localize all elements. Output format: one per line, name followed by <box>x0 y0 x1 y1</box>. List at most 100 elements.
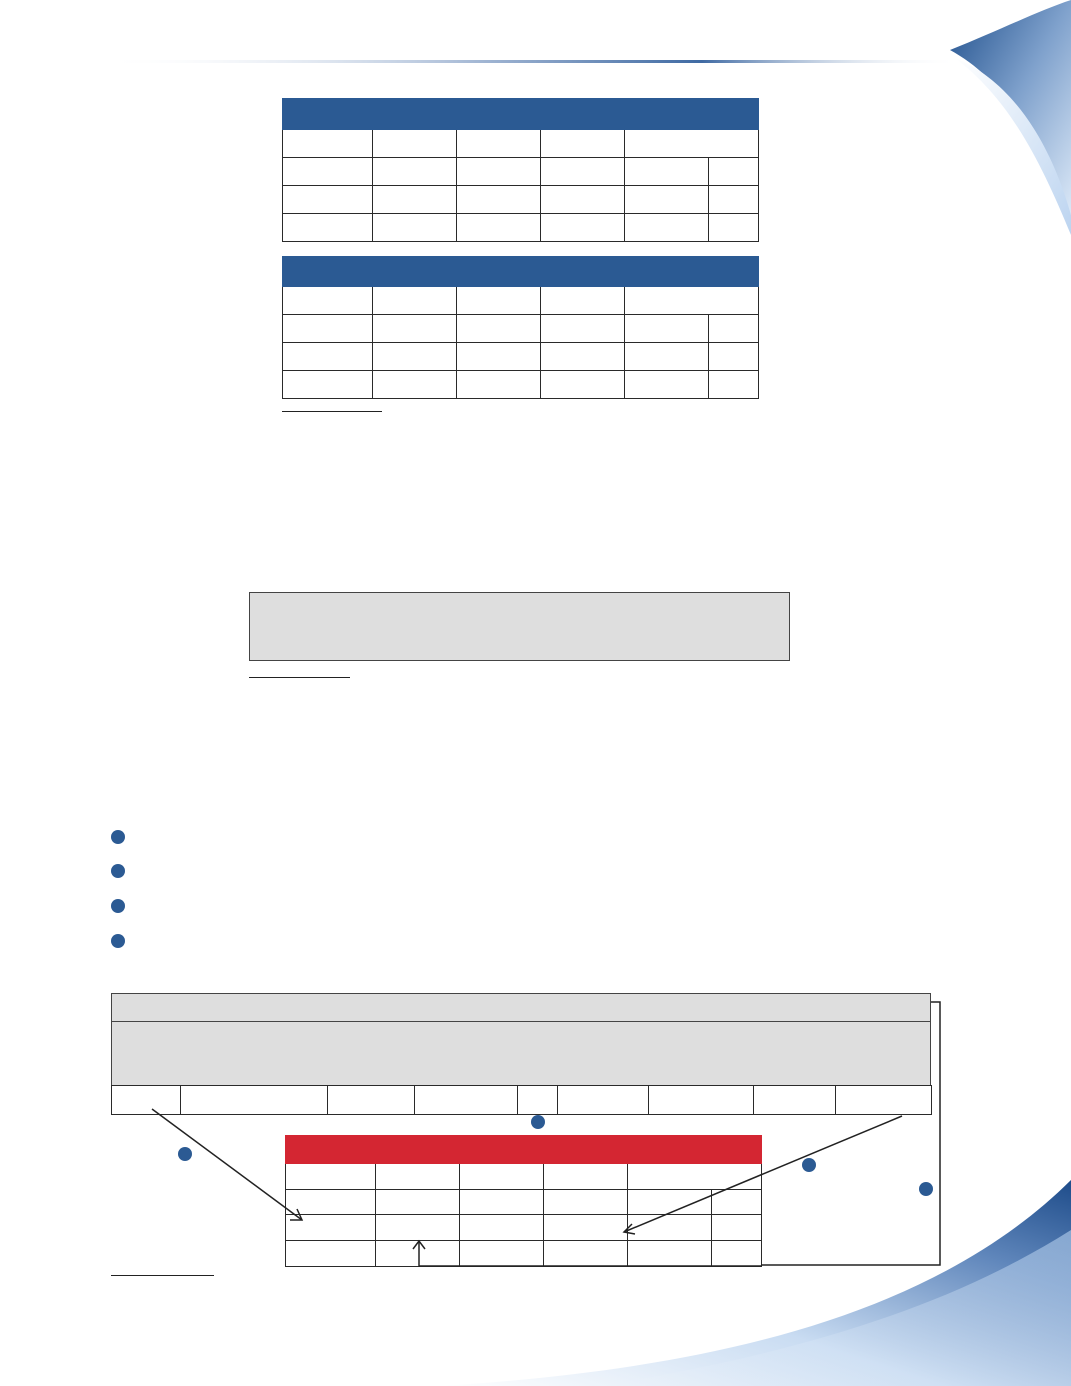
table-cell <box>540 370 625 399</box>
table-cell <box>540 286 625 315</box>
table-cell <box>285 1214 376 1241</box>
marker-icon <box>919 1182 933 1196</box>
table-cell <box>375 1163 460 1190</box>
table-cell <box>459 1189 544 1215</box>
table-cell <box>543 1189 628 1215</box>
table-cell <box>543 1163 628 1190</box>
record-fields-row <box>111 1085 932 1115</box>
table-cell <box>543 1240 628 1267</box>
record-field <box>753 1085 836 1115</box>
caption-underline <box>282 411 382 412</box>
gray-callout-box <box>249 592 790 661</box>
table-cell <box>456 286 541 315</box>
record-field <box>414 1085 518 1115</box>
table-3 <box>284 1135 763 1267</box>
marker-icon <box>178 1147 192 1161</box>
table-cell <box>375 1214 460 1241</box>
table-cell <box>372 370 457 399</box>
table-cell <box>372 129 457 158</box>
record-field <box>557 1085 649 1115</box>
bullet-icon <box>111 934 125 948</box>
table-cell <box>543 1214 628 1241</box>
table-cell <box>456 370 541 399</box>
table-cell <box>540 185 625 214</box>
table-cell <box>456 185 541 214</box>
table-cell <box>624 314 709 343</box>
table-cell <box>710 1214 763 1241</box>
record-field <box>517 1085 558 1115</box>
table-cell <box>540 129 625 158</box>
table-header <box>284 1135 763 1164</box>
table-cell <box>707 185 760 214</box>
table-cell <box>624 213 709 242</box>
table-cell <box>282 286 373 315</box>
table-cell <box>285 1240 376 1267</box>
table-cell <box>375 1240 460 1267</box>
table-cell <box>372 342 457 371</box>
record-field <box>180 1085 328 1115</box>
table-cell <box>540 157 625 186</box>
table-cell <box>282 213 373 242</box>
record-body <box>111 1021 931 1086</box>
table-cell <box>459 1240 544 1267</box>
table-cell <box>282 342 373 371</box>
marker-icon <box>531 1115 545 1129</box>
table-cell <box>627 1240 712 1267</box>
record-field <box>111 1085 181 1115</box>
marker-icon <box>802 1158 816 1172</box>
corner-swoosh-bottom-light <box>600 1230 1071 1386</box>
table-cell <box>372 314 457 343</box>
bullet-icon <box>111 899 125 913</box>
table-cell <box>456 213 541 242</box>
table-cell <box>540 213 625 242</box>
table-cell <box>707 157 760 186</box>
table-cell <box>624 342 709 371</box>
record-field <box>648 1085 754 1115</box>
table-cell <box>282 370 373 399</box>
table-cell <box>456 157 541 186</box>
table-cell <box>456 314 541 343</box>
caption-underline <box>111 1275 214 1276</box>
table-cell <box>707 342 760 371</box>
table-cell <box>627 1189 712 1215</box>
table-cell <box>623 129 760 158</box>
table-cell <box>623 286 760 315</box>
table-cell <box>707 213 760 242</box>
table-cell <box>459 1163 544 1190</box>
table-cell <box>456 129 541 158</box>
table-cell <box>372 157 457 186</box>
table-cell <box>710 1189 763 1215</box>
table-cell <box>372 185 457 214</box>
table-cell <box>540 342 625 371</box>
table-cell <box>372 286 457 315</box>
table-header <box>281 256 760 287</box>
table-cell <box>624 157 709 186</box>
table-header <box>281 98 760 130</box>
table-1 <box>281 98 760 242</box>
table-cell <box>282 185 373 214</box>
table-2 <box>281 256 760 399</box>
table-cell <box>626 1163 763 1190</box>
table-cell <box>710 1240 763 1267</box>
table-cell <box>282 157 373 186</box>
table-cell <box>707 370 760 399</box>
record-header-bar <box>111 993 931 1022</box>
table-cell <box>627 1214 712 1241</box>
record-field <box>327 1085 415 1115</box>
table-cell <box>285 1163 376 1190</box>
table-cell <box>540 314 625 343</box>
table-cell <box>707 314 760 343</box>
table-cell <box>456 342 541 371</box>
bullet-icon <box>111 830 125 844</box>
caption-underline <box>249 677 350 678</box>
table-cell <box>459 1214 544 1241</box>
table-cell <box>282 314 373 343</box>
corner-swoosh-top <box>950 0 1071 215</box>
table-cell <box>285 1189 376 1215</box>
table-cell <box>624 370 709 399</box>
table-cell <box>372 213 457 242</box>
bullet-icon <box>111 864 125 878</box>
header-rule <box>100 60 960 63</box>
table-cell <box>375 1189 460 1215</box>
